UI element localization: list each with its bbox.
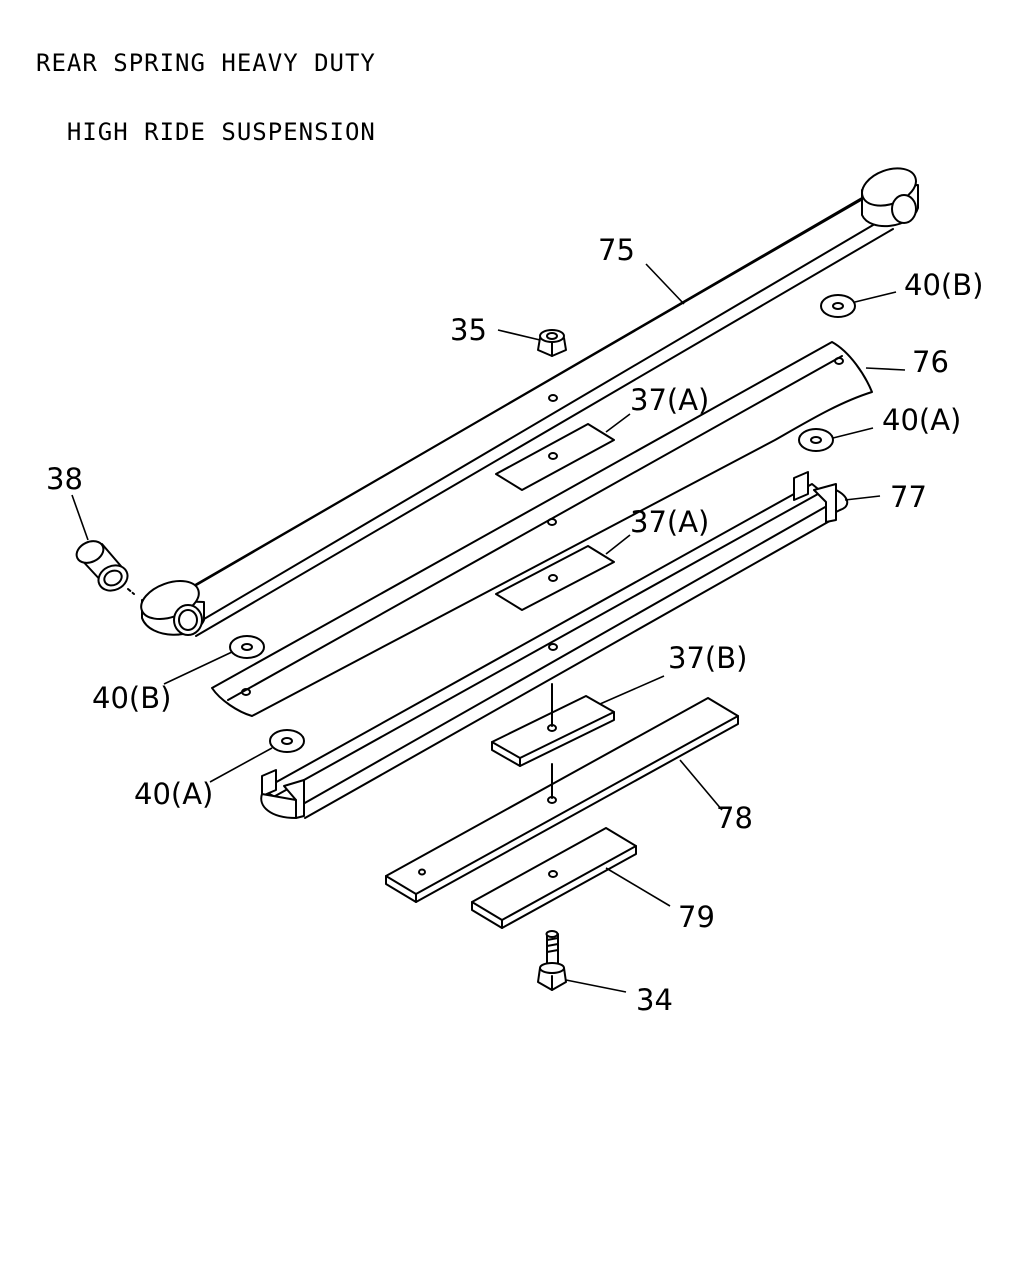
title-line-2: HIGH RIDE SUSPENSION	[36, 118, 376, 146]
part-75-main-leaf	[140, 167, 919, 637]
part-79-short-plate	[471, 827, 637, 929]
part-37a-pad-upper	[495, 423, 615, 491]
callout-35: 35	[450, 313, 487, 347]
washer-40b-top	[820, 294, 856, 318]
callout-40b-left: 40(B)	[92, 681, 171, 715]
callout-labels: 75 35 40(B) 76 37(A) 40(A) 38 77 37(A) 3…	[46, 233, 983, 1017]
callout-77: 77	[890, 480, 927, 514]
callout-75: 75	[598, 233, 635, 267]
callout-76: 76	[912, 345, 949, 379]
callout-78: 78	[716, 801, 753, 835]
callout-40a-top: 40(A)	[882, 403, 961, 437]
washer-40a-top	[798, 428, 834, 452]
part-77-third-leaf	[260, 471, 849, 819]
part-37a-pad-lower	[495, 545, 615, 611]
title-line-1: REAR SPRING HEAVY DUTY	[36, 49, 376, 77]
callout-37a-top: 37(A)	[630, 383, 709, 417]
part-38-bushing	[75, 540, 135, 595]
part-37b-pad	[491, 683, 615, 767]
leader-lines	[71, 263, 906, 993]
washer-40b-left	[229, 635, 265, 659]
diagram-title: REAR SPRING HEAVY DUTY HIGH RIDE SUSPENS…	[36, 6, 376, 167]
callout-40a-left: 40(A)	[134, 777, 213, 811]
washer-40a-left	[269, 729, 305, 753]
callout-34: 34	[636, 983, 673, 1017]
part-34-center-bolt	[537, 930, 567, 991]
callout-40b-top: 40(B)	[904, 268, 983, 302]
callout-37a-mid: 37(A)	[630, 505, 709, 539]
part-35-nut	[537, 329, 567, 357]
callout-79: 79	[678, 900, 715, 934]
callout-37b: 37(B)	[668, 641, 747, 675]
part-78-long-plate	[385, 697, 739, 903]
part-76-second-leaf	[211, 341, 873, 717]
callout-38: 38	[46, 462, 83, 496]
